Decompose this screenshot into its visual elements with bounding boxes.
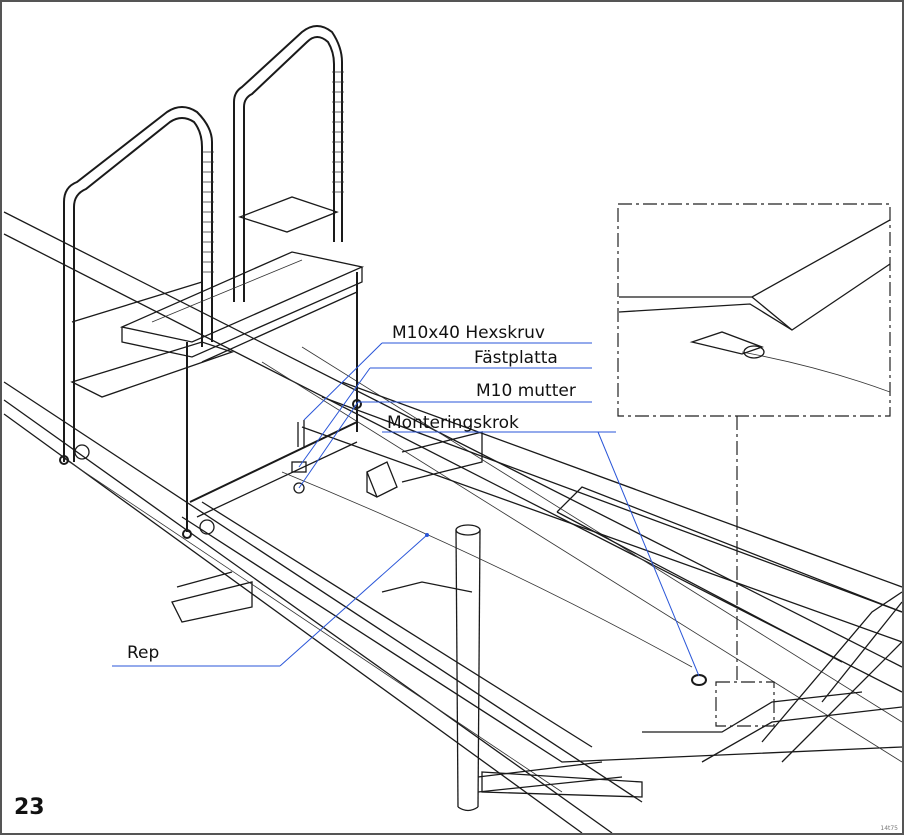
label-rep: Rep: [127, 643, 159, 663]
step-number: 23: [14, 795, 45, 820]
label-monteringskrok: Monteringskrok: [387, 413, 519, 433]
fastener-hardware: [291, 420, 398, 498]
vertical-post: [455, 524, 623, 812]
detail-inset: [617, 203, 891, 727]
rope-and-hook: [281, 471, 707, 686]
base-rails: [3, 211, 902, 833]
label-hexskruv: M10x40 Hexskruv: [392, 323, 545, 343]
label-mutter: M10 mutter: [476, 381, 576, 401]
leader-lines: [112, 342, 700, 677]
end-frame: [642, 591, 902, 763]
upper-beam: [301, 381, 902, 663]
step-platform: [59, 25, 365, 539]
figure-code: 14t75: [880, 825, 898, 832]
cross-members: [171, 431, 643, 798]
label-fastplatta: Fästplatta: [474, 348, 558, 368]
